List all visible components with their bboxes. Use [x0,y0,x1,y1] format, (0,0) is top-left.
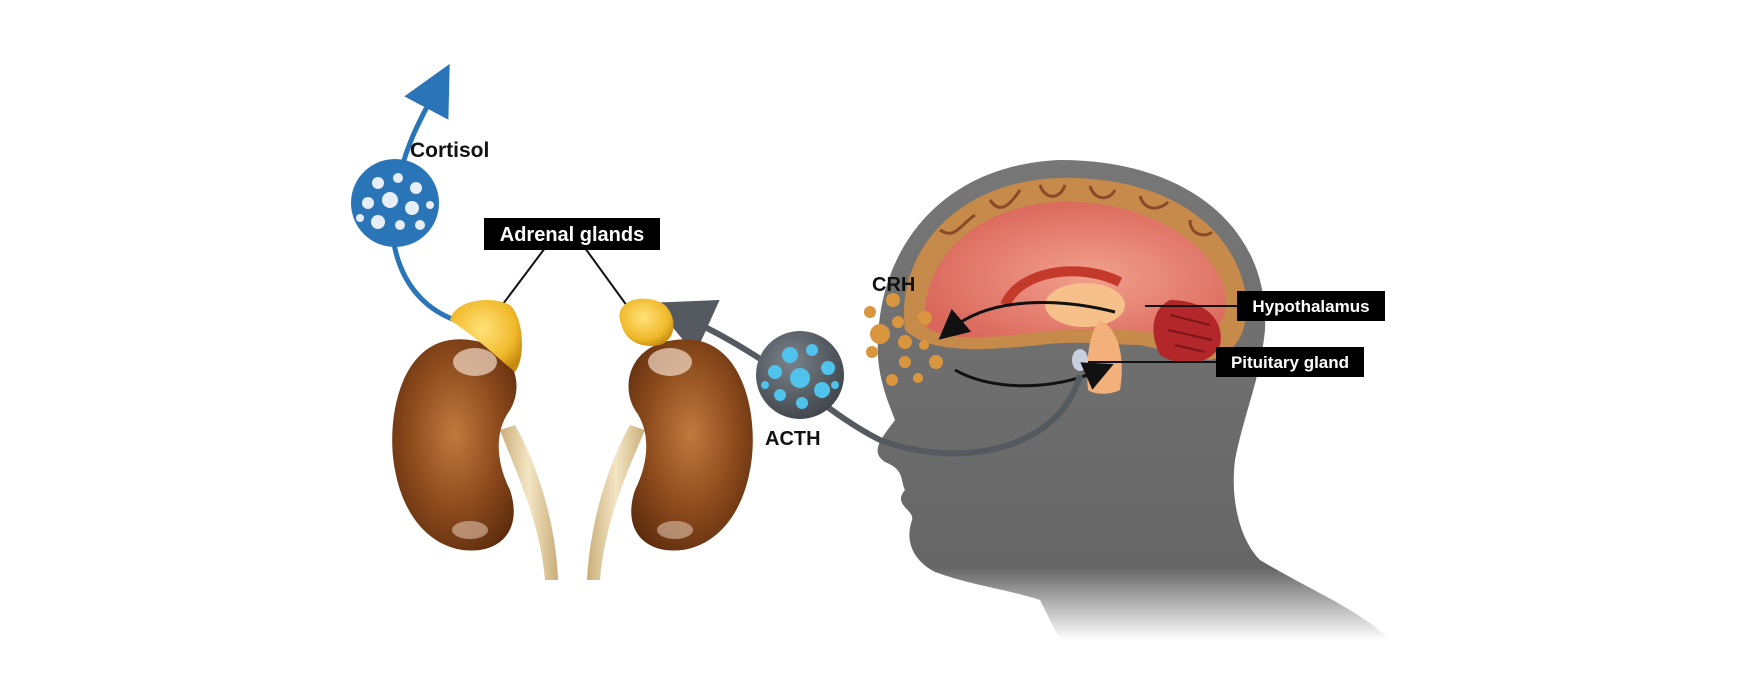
hypothalamus-text: Hypothalamus [1252,297,1369,316]
adrenal-right [619,298,674,346]
cortisol-molecule [351,159,439,247]
crh-label: CRH [872,274,915,296]
ureter-right [587,425,645,580]
brain [903,177,1247,394]
kidney-right [587,298,753,580]
adrenal-connector-left [496,247,546,313]
kidney-left [392,300,558,580]
crh-arrow-to-crh [938,301,1116,340]
acth-label: ACTH [765,428,821,450]
cortisol-label: Cortisol [410,139,489,162]
adrenal-connector-right [584,247,631,311]
adrenal-glands-label: Adrenal glands [484,218,660,250]
pituitary-gland-label: Pituitary gland [1216,347,1364,377]
ureter-left [500,425,558,580]
pituitary-shape [1072,349,1088,371]
brain-folds [939,184,1213,237]
hypothalamus-label: Hypothalamus [1237,291,1385,321]
crh-molecules [864,293,943,386]
adrenal-left [450,300,522,372]
adrenal-glands-text: Adrenal glands [500,224,644,246]
acth-molecule [756,331,844,419]
corpus-callosum [1000,266,1123,308]
pituitary-gland-text: Pituitary gland [1231,353,1349,372]
